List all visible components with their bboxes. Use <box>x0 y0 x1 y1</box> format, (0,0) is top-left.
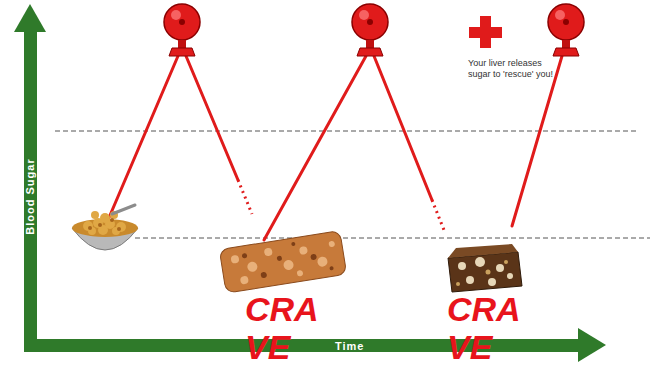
axis-title: Time <box>335 341 364 352</box>
red-cross <box>469 16 502 48</box>
crave-label: CRA VE <box>245 290 329 366</box>
lower-threshold-line <box>135 238 650 239</box>
granola-bar <box>219 231 346 294</box>
cereal-bowl <box>72 205 138 250</box>
chocolate-bar <box>448 244 522 292</box>
x-axis <box>24 339 584 352</box>
liver-note: Your liver releases sugar to 'rescue' yo… <box>468 58 560 81</box>
blood-sugar-curve <box>108 56 562 240</box>
upper-threshold-line <box>55 131 636 132</box>
alarm-bell <box>352 4 388 56</box>
crave-label: CRA VE <box>447 290 531 366</box>
alarm-bell <box>164 4 200 56</box>
y-axis-arrowhead <box>14 4 46 32</box>
dotted-decline <box>238 180 444 230</box>
axis-title: Blood Sugar <box>25 158 36 234</box>
alarm-bell <box>548 4 584 56</box>
y-axis <box>24 30 37 352</box>
x-axis-arrowhead <box>578 328 606 362</box>
